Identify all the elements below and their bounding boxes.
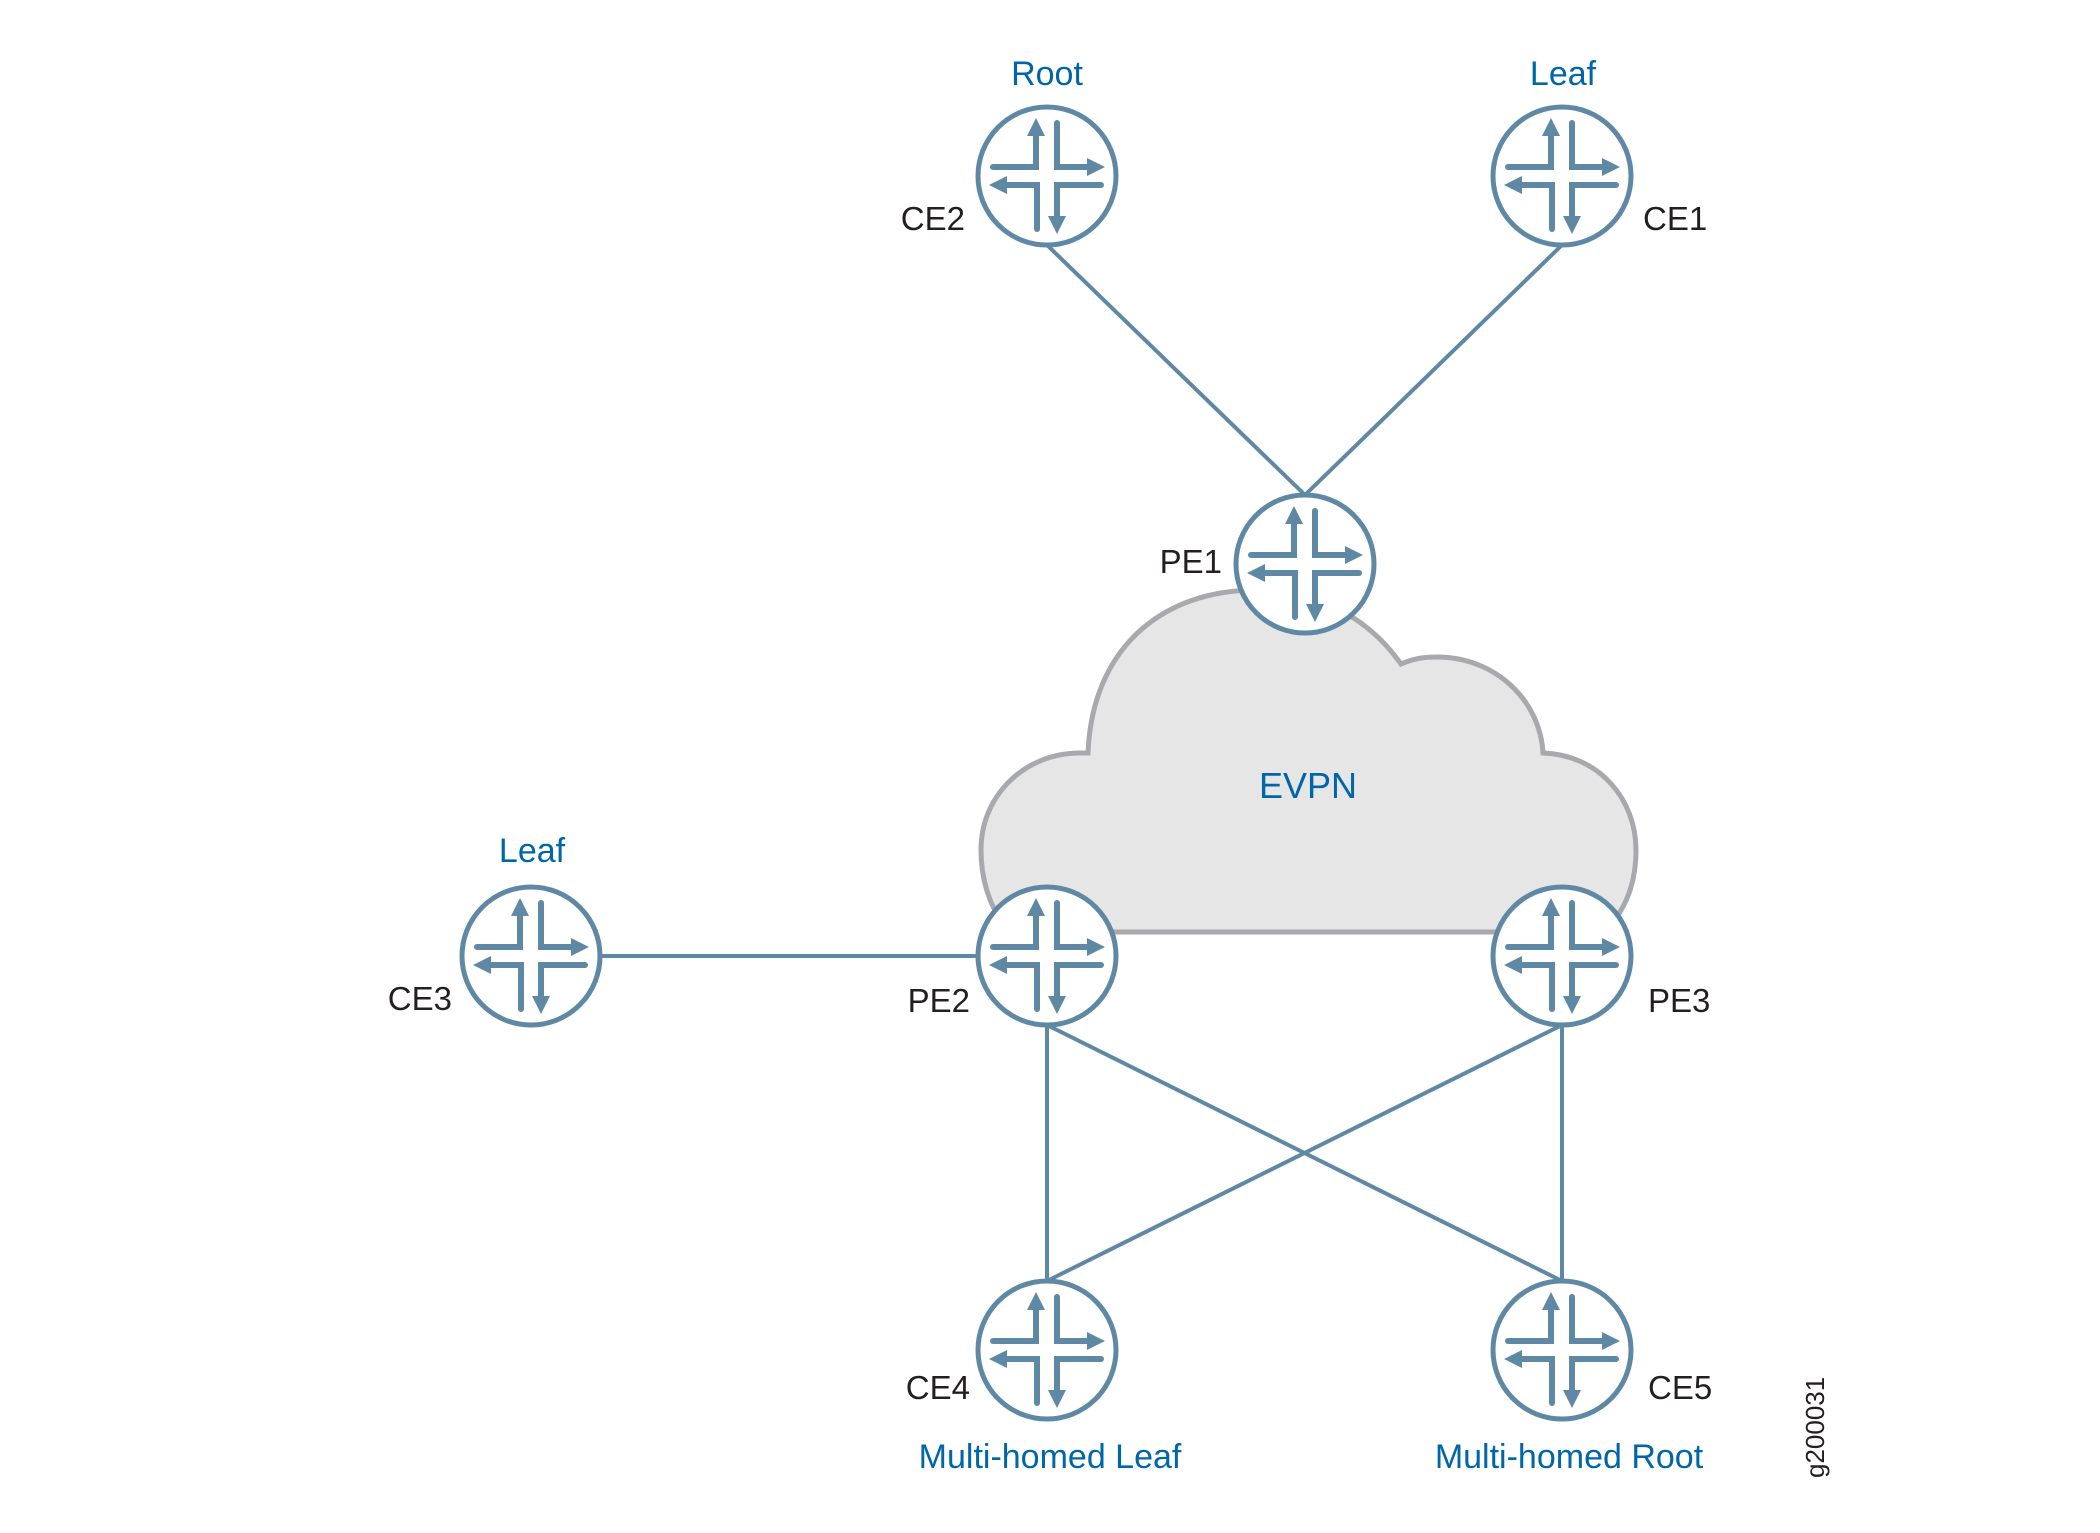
- link-ce2-pe1: [1045, 243, 1307, 497]
- cloud-shape: [978, 587, 1639, 935]
- router-ce5[interactable]: [1490, 1278, 1634, 1422]
- role-label-ce1-leaf: Leaf: [1530, 55, 1597, 93]
- label-ce1: CE1: [1643, 200, 1707, 237]
- role-labels: Root Leaf Leaf Multi-homed Leaf Multi-ho…: [499, 55, 1704, 1476]
- label-pe2: PE2: [908, 982, 970, 1019]
- evpn-cloud: EVPN: [978, 587, 1639, 935]
- figure-id: g200031: [1800, 1377, 1830, 1478]
- router-ring: [459, 884, 603, 1028]
- router-ring: [975, 1278, 1119, 1422]
- role-label-ce4-multihomed-leaf: Multi-homed Leaf: [919, 1438, 1182, 1476]
- label-ce2: CE2: [901, 200, 965, 237]
- role-label-ce3-leaf: Leaf: [499, 832, 566, 870]
- router-icon: [1504, 118, 1620, 234]
- router-ring: [975, 884, 1119, 1028]
- links: [600, 243, 1564, 1283]
- router-ring: [1490, 104, 1634, 248]
- label-ce4: CE4: [906, 1369, 970, 1406]
- router-ring: [975, 104, 1119, 248]
- role-label-ce2-root: Root: [1011, 55, 1083, 93]
- label-ce3: CE3: [388, 980, 452, 1017]
- router-ce3[interactable]: [459, 884, 603, 1028]
- node-labels: CE2 CE1 PE1 CE3 PE2 PE3 CE4 CE5: [388, 200, 1712, 1406]
- router-icon: [1247, 506, 1363, 622]
- router-pe3[interactable]: [1490, 884, 1634, 1028]
- router-ce4[interactable]: [975, 1278, 1119, 1422]
- link-ce1-pe1: [1303, 243, 1564, 497]
- role-label-ce5-multihomed-root: Multi-homed Root: [1435, 1438, 1704, 1476]
- router-icon: [989, 898, 1105, 1014]
- link-pe3-ce4: [1046, 1023, 1563, 1283]
- label-pe3: PE3: [1648, 982, 1710, 1019]
- router-icon: [989, 1292, 1105, 1408]
- label-pe1: PE1: [1160, 543, 1222, 580]
- router-icon: [473, 898, 589, 1014]
- router-icon: [1504, 898, 1620, 1014]
- router-pe1[interactable]: [1233, 492, 1377, 636]
- router-ce1[interactable]: [1490, 104, 1634, 248]
- router-ce2[interactable]: [975, 104, 1119, 248]
- label-ce5: CE5: [1648, 1369, 1712, 1406]
- routers: [459, 104, 1634, 1422]
- router-ring: [1490, 1278, 1634, 1422]
- router-pe2[interactable]: [975, 884, 1119, 1028]
- router-ring: [1490, 884, 1634, 1028]
- cloud-label-evpn: EVPN: [1259, 765, 1357, 806]
- router-icon: [1504, 1292, 1620, 1408]
- router-icon: [989, 118, 1105, 234]
- router-ring: [1233, 492, 1377, 636]
